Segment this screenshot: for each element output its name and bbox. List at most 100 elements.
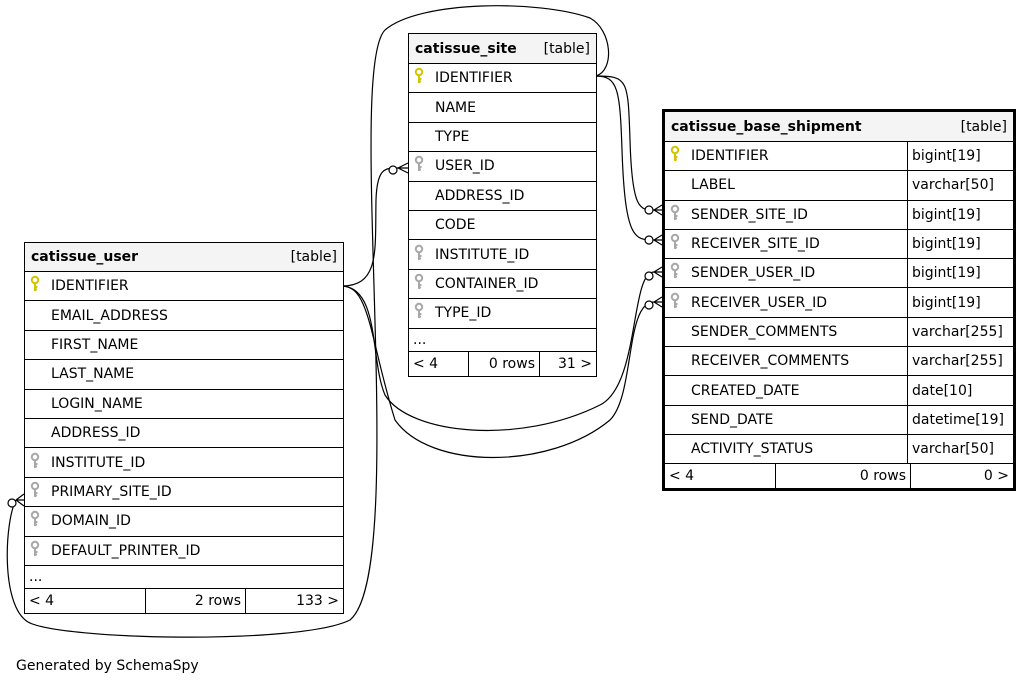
column-name: USER_ID [435,158,495,175]
column-name: ACTIVITY_STATUS [691,441,814,458]
parents-count[interactable]: < 4 [25,588,146,613]
column-row[interactable]: IDENTIFIER [409,64,596,94]
column-type: bigint[19] [907,259,1013,288]
foreign-key-icon [409,273,429,295]
row-count: 0 rows [469,351,540,376]
edge-site-to-receiver-site [595,75,655,241]
column-row[interactable]: ADDRESS_ID [409,182,596,211]
column-name: SENDER_USER_ID [691,265,816,282]
foreign-key-icon [665,204,685,226]
foreign-key-icon [409,155,429,177]
table-catissue-base-shipment[interactable]: catissue_base_shipment [table] IDENTIFIE… [662,109,1016,492]
table-header: catissue_site [table] [409,34,596,64]
column-row[interactable]: EMAIL_ADDRESS [25,301,343,331]
column-name: FIRST_NAME [51,336,139,353]
children-count[interactable]: 31 > [558,355,592,372]
column-row[interactable]: SENDER_USER_ID bigint[19] [665,259,1013,289]
column-row[interactable]: DOMAIN_ID [25,507,343,537]
edge-end-marker [7,498,17,508]
table-name: catissue_user [31,249,139,265]
table-header: catissue_base_shipment [table] [665,112,1013,142]
column-type: date[10] [907,376,1013,405]
column-type: varchar[255] [907,317,1013,347]
column-name: DOMAIN_ID [51,513,131,530]
column-name: LOGIN_NAME [51,395,143,412]
column-name: INSTITUTE_ID [51,454,146,471]
column-name: TYPE_ID [435,305,492,322]
edge-site-to-user-primary-site [6,5,610,638]
column-row[interactable]: NAME [409,93,596,123]
column-row[interactable]: TYPE [409,123,596,153]
column-type: varchar[50] [907,171,1013,200]
crowfoot-marker [15,493,25,507]
column-type: bigint[19] [907,200,1013,229]
foreign-key-icon [25,510,45,532]
column-row[interactable]: LABEL varchar[50] [665,171,1013,201]
column-row[interactable]: IDENTIFIER bigint[19] [665,142,1013,172]
edge-user-to-site-user [341,167,399,287]
column-name: LAST_NAME [51,366,135,383]
column-row[interactable]: CODE [409,211,596,241]
table-name: catissue_site [415,40,517,57]
column-name: NAME [435,99,476,116]
edge-end-marker [644,271,654,281]
column-row[interactable]: PRIMARY_SITE_ID [25,478,343,508]
column-type: varchar[255] [907,347,1013,376]
column-row[interactable]: INSTITUTE_ID [25,448,343,478]
column-row[interactable]: ADDRESS_ID [25,419,343,449]
children-count[interactable]: 133 > [296,592,339,609]
column-row[interactable]: FIRST_NAME [25,331,343,361]
column-row[interactable]: TYPE_ID [409,299,596,329]
foreign-key-icon [409,302,429,324]
parents-count[interactable]: < 4 [665,464,776,489]
column-type: bigint[19] [907,229,1013,259]
column-row[interactable]: INSTITUTE_ID [409,240,596,270]
edge-end-marker [644,235,654,245]
column-row[interactable]: LOGIN_NAME [25,390,343,419]
column-name: RECEIVER_SITE_ID [691,236,820,253]
children-count[interactable]: 0 > [983,468,1009,485]
table-catissue-site[interactable]: catissue_site [table] IDENTIFIER NAME TYPE… [408,33,597,377]
parents-count[interactable]: < 4 [409,351,469,376]
column-row[interactable]: IDENTIFIER [25,272,343,302]
foreign-key-icon [25,452,45,474]
edge-user-to-receiver-user [341,285,655,458]
edge-end-marker [644,300,654,310]
column-row[interactable]: LAST_NAME [25,360,343,390]
column-row[interactable]: DEFAULT_PRINTER_ID [25,537,343,566]
table-name: catissue_base_shipment [671,118,862,135]
table-kind: [table] [290,249,337,265]
row-count: 2 rows [146,588,246,613]
column-row[interactable]: RECEIVER_SITE_ID bigint[19] [665,229,1013,260]
column-name: IDENTIFIER [691,148,769,165]
crowfoot-marker [653,296,663,308]
crowfoot-marker [653,266,663,278]
column-name: LABEL [691,177,735,194]
table-header: catissue_user [table] [25,243,343,272]
table-footer: < 4 0 rows 0 > [665,464,1013,489]
table-kind: [table] [543,40,590,57]
foreign-key-icon [665,233,685,255]
column-row[interactable]: CONTAINER_ID [409,270,596,300]
table-footer: < 4 0 rows 31 > [409,351,596,376]
generated-by-label: Generated by SchemaSpy [16,658,199,674]
column-type: bigint[19] [907,142,1013,171]
column-name: RECEIVER_USER_ID [691,294,828,311]
edge-site-to-sender-site [595,75,655,211]
edge-end-marker [388,165,398,175]
column-name: ADDRESS_ID [435,187,525,204]
table-kind: [table] [960,118,1007,135]
column-name: TYPE [435,128,470,145]
foreign-key-icon [665,292,685,314]
row-count: 0 rows [776,464,911,489]
column-row[interactable]: USER_ID [409,152,596,182]
